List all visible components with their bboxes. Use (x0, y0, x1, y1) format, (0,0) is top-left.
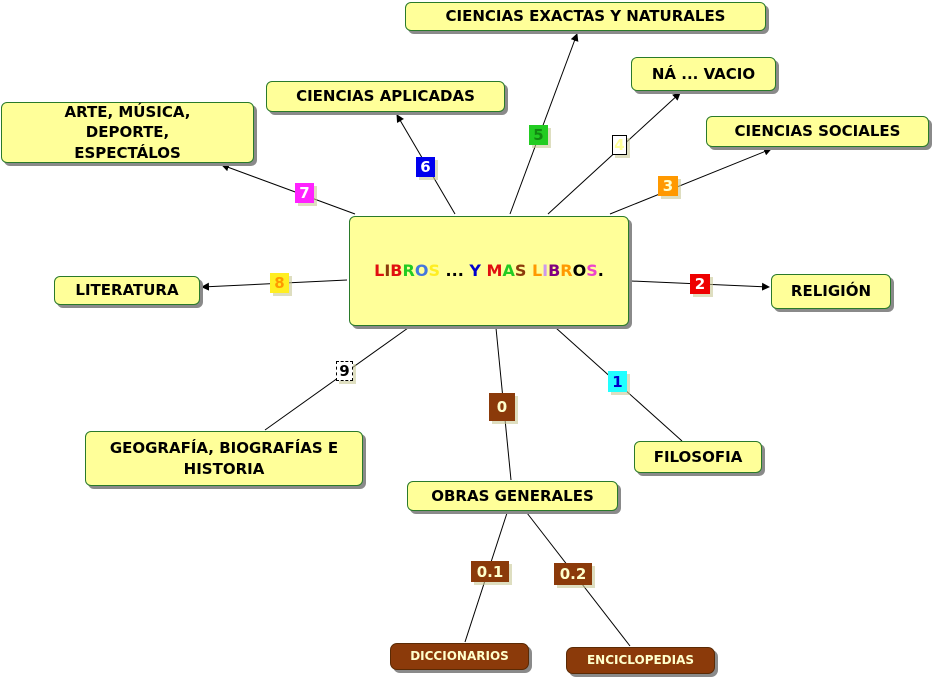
title-letter: S (586, 261, 598, 281)
title-letter: ... (439, 261, 470, 281)
title-letter: O (572, 261, 587, 281)
title-letter: . (597, 261, 604, 281)
node-ciencias-exactas[interactable]: CIENCIAS EXACTAS Y NATURALES (405, 2, 766, 31)
title-letter: S (428, 261, 440, 281)
label-7: 7 (295, 183, 314, 203)
title-letter: R (560, 261, 573, 281)
title-letter: M (486, 261, 503, 281)
label-4: 4 (612, 135, 627, 155)
title-letter: I (384, 261, 391, 281)
title-letter: A (502, 261, 515, 281)
title-letter: B (548, 261, 561, 281)
title-letter: I (542, 261, 549, 281)
label-9: 9 (336, 361, 353, 381)
label-0: 0 (489, 393, 515, 421)
central-topic-title: LIBROS ... Y MAS LIBROS. (374, 260, 604, 282)
node-ciencias-sociales[interactable]: CIENCIAS SOCIALES (706, 116, 929, 147)
title-letter: B (390, 261, 403, 281)
node-filosofia[interactable]: FILOSOFIA (634, 441, 762, 473)
label-5: 5 (529, 125, 548, 145)
title-letter: Y (469, 261, 481, 281)
title-letter: O (414, 261, 429, 281)
label-0-2: 0.2 (554, 563, 592, 585)
node-diccionarios[interactable]: DICCIONARIOS (390, 643, 529, 670)
label-6: 6 (416, 157, 435, 177)
node-obras-generales[interactable]: OBRAS GENERALES (407, 481, 618, 511)
title-letter: R (402, 261, 415, 281)
title-letter: S (514, 261, 527, 281)
node-geografia[interactable]: GEOGRAFÍA, BIOGRAFÍAS E HISTORIA (85, 431, 363, 486)
label-0-1: 0.1 (471, 561, 509, 582)
node-arte[interactable]: ARTE, MÚSICA, DEPORTE, ESPECTÁLOS (1, 102, 254, 163)
label-3: 3 (658, 176, 678, 196)
label-1: 1 (608, 371, 627, 392)
node-literatura[interactable]: LITERATURA (54, 276, 200, 305)
node-vacio[interactable]: NÁ ... VACIO (631, 57, 776, 91)
central-topic[interactable]: LIBROS ... Y MAS LIBROS. (349, 216, 629, 326)
title-letter: L (374, 261, 385, 281)
title-letter: L (531, 261, 543, 281)
label-8: 8 (270, 273, 289, 293)
node-enciclopedias[interactable]: ENCICLOPEDIAS (566, 647, 715, 674)
label-2: 2 (690, 274, 710, 294)
node-ciencias-aplicadas[interactable]: CIENCIAS APLICADAS (266, 81, 505, 112)
node-religion[interactable]: RELIGIÓN (771, 274, 891, 309)
